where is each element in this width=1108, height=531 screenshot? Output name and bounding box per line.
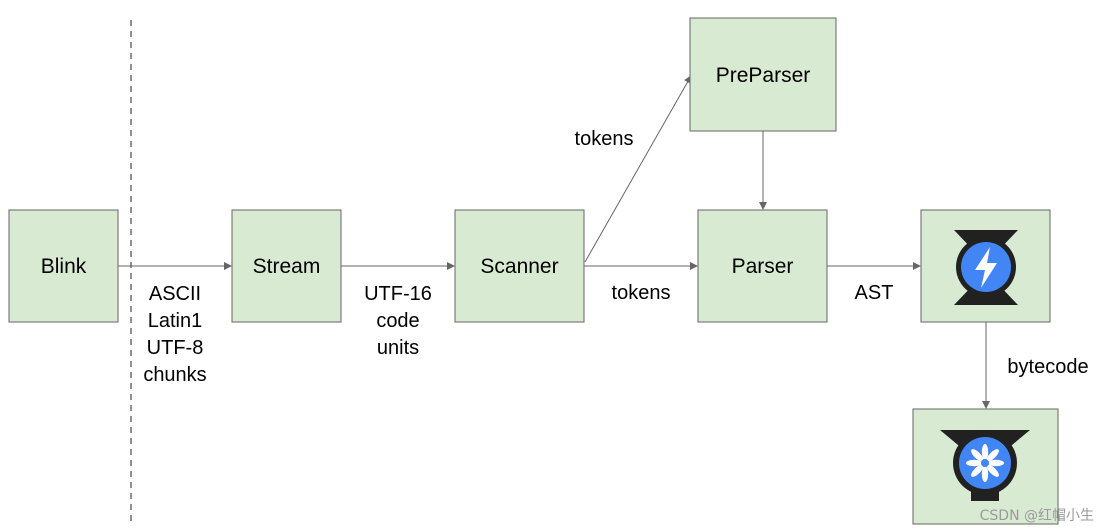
label-encodings-line-1: ASCII: [149, 283, 201, 305]
arrow-scanner-to-preparser: [584, 75, 692, 263]
label-utf16: UTF-16 code units: [364, 283, 432, 359]
label-tokens-lower: tokens: [612, 282, 671, 304]
node-parser: Parser: [697, 209, 828, 323]
node-preparser-label: PreParser: [716, 64, 811, 87]
label-bytecode: bytecode: [1007, 356, 1088, 378]
label-ast: AST: [855, 282, 894, 304]
label-encodings-line-4: chunks: [143, 364, 206, 386]
node-preparser: PreParser: [689, 17, 837, 132]
label-utf16-line-1: UTF-16: [364, 283, 432, 305]
node-stream: Stream: [231, 209, 342, 323]
node-scanner: Scanner: [454, 209, 585, 323]
node-blink: Blink: [8, 209, 119, 323]
turbofan-compiler-logo-icon: [940, 430, 1030, 501]
node-scanner-label: Scanner: [480, 255, 558, 278]
node-turbofan: [912, 408, 1059, 525]
label-utf16-line-3: units: [377, 337, 419, 359]
label-utf16-line-2: code: [376, 310, 419, 332]
node-blink-label: Blink: [41, 255, 87, 278]
node-stream-label: Stream: [253, 255, 321, 278]
watermark: CSDN @红帽小生: [979, 508, 1094, 524]
node-parser-label: Parser: [732, 255, 794, 278]
label-encodings: ASCII Latin1 UTF-8 chunks: [143, 283, 206, 386]
label-encodings-line-3: UTF-8: [147, 337, 204, 359]
label-encodings-line-2: Latin1: [148, 310, 203, 332]
ignition-interpreter-logo-icon: [954, 230, 1018, 305]
label-tokens-upper: tokens: [575, 128, 634, 150]
node-ignition: [920, 209, 1051, 323]
